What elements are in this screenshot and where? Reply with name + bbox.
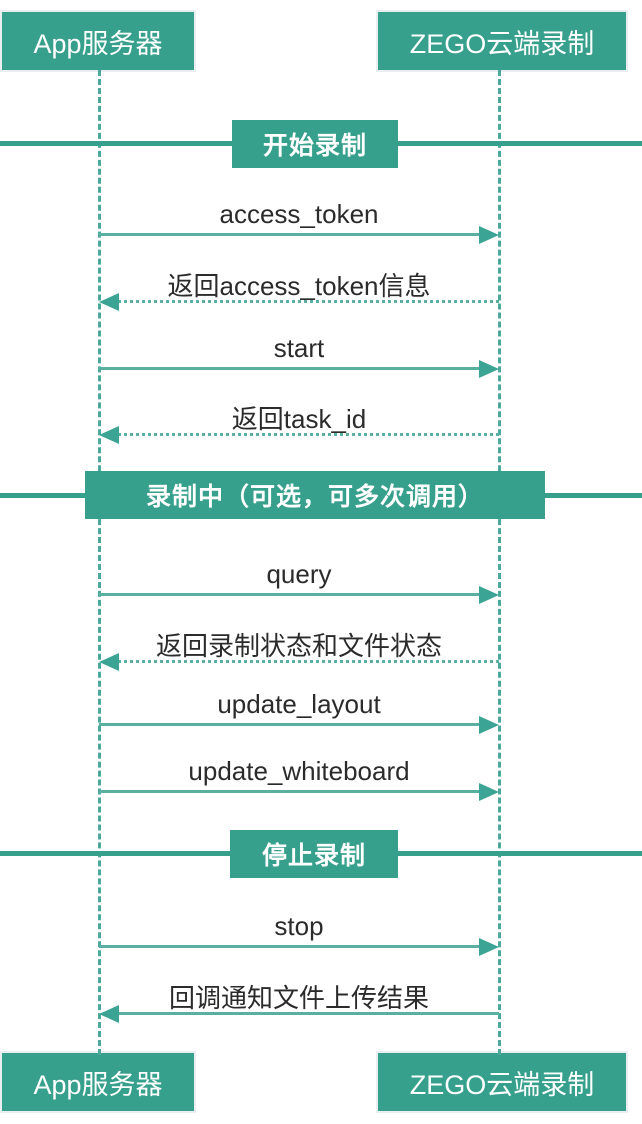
- message-arrowhead-query: [479, 586, 499, 604]
- actor-box-zego-cloud-recording-bottom[interactable]: ZEGO云端录制: [378, 1053, 626, 1111]
- message-text-return-task-id: 返回task_id: [231, 404, 367, 434]
- section-label-start-recording: 开始录制: [232, 120, 398, 168]
- message-label-return-access-token: 返回access_token信息: [99, 266, 499, 303]
- message-line-access-token: [99, 233, 481, 236]
- message-line-stop: [99, 945, 481, 948]
- actor-label-app-server-top: App服务器: [33, 28, 163, 59]
- actor-label-zego-cloud-recording-top: ZEGO云端录制: [409, 28, 595, 59]
- message-text-return-record-file-state: 返回录制状态和文件状态: [155, 631, 442, 661]
- message-line-update-whiteboard: [99, 790, 481, 793]
- message-line-callback-upload-result: [118, 1012, 499, 1015]
- message-line-return-access-token: [118, 300, 499, 303]
- message-arrowhead-return-record-file-state: [99, 653, 119, 671]
- message-line-update-layout: [99, 723, 481, 726]
- message-label-access-token: access_token: [99, 199, 499, 230]
- message-text-return-access-token: 返回access_token信息: [167, 271, 431, 301]
- message-text-start: start: [273, 333, 325, 363]
- message-arrowhead-access-token: [479, 226, 499, 244]
- actor-label-zego-cloud-recording-bottom: ZEGO云端录制: [409, 1069, 595, 1100]
- message-arrowhead-update-whiteboard: [479, 783, 499, 801]
- lifeline-app-server: [98, 70, 101, 1055]
- message-arrowhead-return-access-token: [99, 293, 119, 311]
- section-label-text-start-recording: 开始录制: [262, 132, 367, 160]
- actor-box-zego-cloud-recording-top[interactable]: ZEGO云端录制: [378, 12, 626, 70]
- message-text-access-token: access_token: [219, 199, 379, 229]
- actor-label-app-server-bottom: App服务器: [33, 1069, 163, 1100]
- message-text-stop: stop: [274, 911, 324, 941]
- message-line-start: [99, 367, 481, 370]
- message-line-return-task-id: [118, 433, 499, 436]
- message-arrowhead-callback-upload-result: [99, 1005, 119, 1023]
- message-text-query: query: [266, 559, 332, 589]
- actor-box-app-server-bottom[interactable]: App服务器: [2, 1053, 194, 1111]
- message-arrowhead-return-task-id: [99, 426, 119, 444]
- section-label-text-stop-recording: 停止录制: [261, 842, 366, 870]
- message-arrowhead-stop: [479, 938, 499, 956]
- message-label-return-task-id: 返回task_id: [99, 399, 499, 436]
- message-line-query: [99, 593, 481, 596]
- message-text-update-whiteboard: update_whiteboard: [188, 756, 410, 786]
- section-label-recording-in-progress: 录制中（可选，可多次调用）: [85, 471, 545, 519]
- message-arrowhead-update-layout: [479, 716, 499, 734]
- message-label-query: query: [99, 559, 499, 590]
- message-label-update-whiteboard: update_whiteboard: [99, 756, 499, 787]
- section-label-text-recording-in-progress: 录制中（可选，可多次调用）: [145, 483, 484, 511]
- message-label-return-record-file-state: 返回录制状态和文件状态: [99, 626, 499, 663]
- message-text-callback-upload-result: 回调通知文件上传结果: [168, 983, 429, 1013]
- actor-box-app-server-top[interactable]: App服务器: [2, 12, 194, 70]
- message-label-update-layout: update_layout: [99, 689, 499, 720]
- message-label-callback-upload-result: 回调通知文件上传结果: [99, 978, 499, 1015]
- section-label-stop-recording: 停止录制: [230, 830, 398, 878]
- message-label-stop: stop: [99, 911, 499, 942]
- message-text-update-layout: update_layout: [217, 689, 381, 719]
- lifeline-zego-cloud-recording: [498, 70, 501, 1055]
- message-label-start: start: [99, 333, 499, 364]
- message-arrowhead-start: [479, 360, 499, 378]
- message-line-return-record-file-state: [118, 660, 499, 663]
